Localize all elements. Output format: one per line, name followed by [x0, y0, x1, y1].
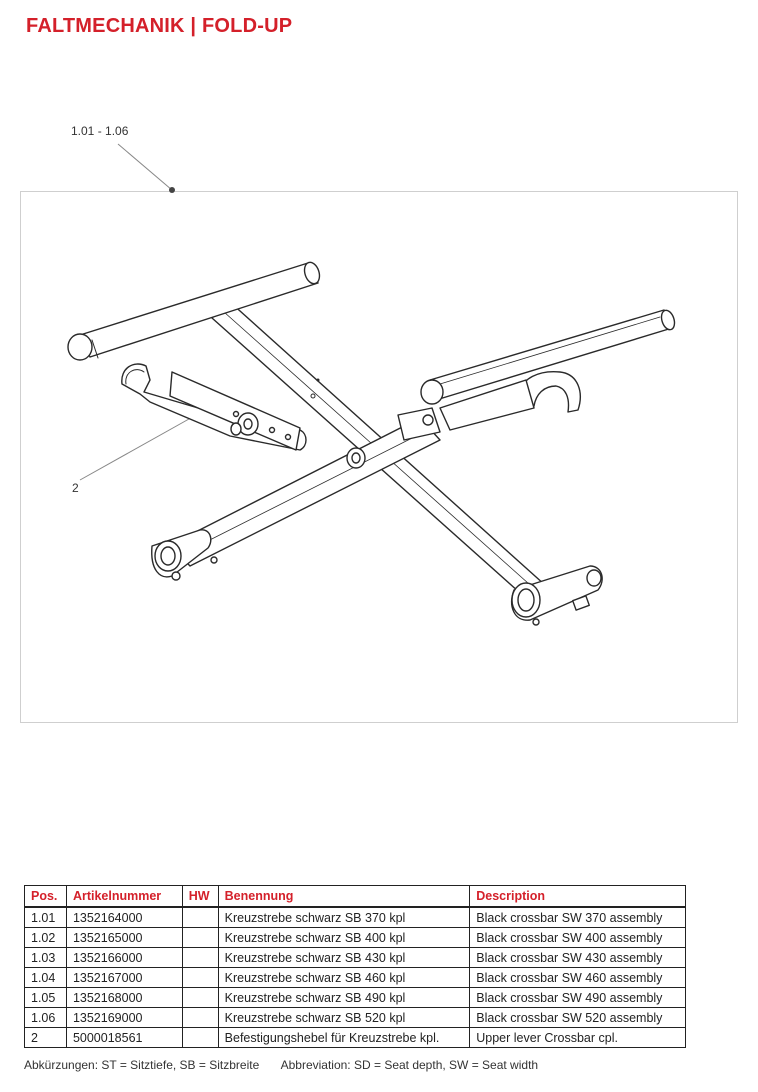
cell-description: Black crossbar SW 400 assembly [469, 927, 686, 948]
drawing-frame [20, 191, 738, 723]
cell-article-number: 1352167000 [65, 967, 183, 988]
header-pos: Pos. [24, 885, 67, 908]
cell-article-number: 1352168000 [65, 987, 183, 1008]
cell-pos: 1.04 [24, 967, 67, 988]
cell-description: Black crossbar SW 430 assembly [469, 947, 686, 968]
abbreviation-en: Abbreviation: SD = Seat depth, SW = Seat… [280, 1058, 539, 1072]
cell-benennung: Kreuzstrebe schwarz SB 460 kpl [217, 967, 471, 988]
cell-pos: 1.06 [24, 1007, 67, 1028]
leader-dot-group [169, 187, 175, 193]
cell-benennung: Kreuzstrebe schwarz SB 520 kpl [217, 1007, 471, 1028]
header-benennung: Benennung [217, 885, 471, 908]
cell-pos: 2 [24, 1027, 67, 1048]
cell-pos: 1.01 [24, 906, 67, 928]
cell-hw [181, 1007, 219, 1028]
right-hook-bracket [519, 371, 581, 413]
cell-description: Black crossbar SW 490 assembly [469, 987, 686, 1008]
abbreviation-de: Abkürzungen: ST = Sitztiefe, SB = Sitzbr… [24, 1058, 260, 1072]
cell-description: Black crossbar SW 460 assembly [469, 967, 686, 988]
cell-hw [181, 987, 219, 1008]
callout-lever-label: 2 [72, 481, 79, 495]
callout-group-label: 1.01 - 1.06 [71, 124, 129, 138]
cell-article-number: 1352169000 [65, 1007, 183, 1028]
cell-article-number: 5000018561 [65, 1027, 183, 1048]
cell-article-number: 1352165000 [65, 927, 183, 948]
cell-hw [181, 927, 219, 948]
cell-hw [181, 947, 219, 968]
cell-benennung: Kreuzstrebe schwarz SB 430 kpl [217, 947, 471, 968]
leader-line-lever [79, 409, 206, 481]
abbreviation-footer: Abkürzungen: ST = Sitztiefe, SB = Sitzbr… [24, 1058, 538, 1072]
header-article-number: Artikelnummer [65, 885, 183, 908]
header-description: Description [469, 885, 686, 908]
cell-description: Black crossbar SW 370 assembly [469, 906, 686, 928]
header-hw: HW [181, 885, 219, 908]
leader-line-group [117, 143, 173, 191]
cell-hw [181, 967, 219, 988]
cell-benennung: Kreuzstrebe schwarz SB 370 kpl [217, 906, 471, 928]
page-title: FALTMECHANIK | FOLD-UP [26, 15, 293, 37]
cell-benennung: Kreuzstrebe schwarz SB 490 kpl [217, 987, 471, 1008]
cell-pos: 1.02 [24, 927, 67, 948]
cell-hw [181, 906, 219, 928]
seat-tube-left-cap [67, 333, 93, 361]
parts-table-header: Pos. Artikelnummer HW Benennung Descript… [24, 885, 686, 908]
seat-tube-right-cap [420, 379, 444, 405]
cell-benennung: Befestigungshebel für Kreuzstrebe kpl. [217, 1027, 471, 1048]
cell-benennung: Kreuzstrebe schwarz SB 400 kpl [217, 927, 471, 948]
cell-pos: 1.05 [24, 987, 67, 1008]
cell-article-number: 1352164000 [65, 906, 183, 928]
cell-article-number: 1352166000 [65, 947, 183, 968]
cell-pos: 1.03 [24, 947, 67, 968]
cell-hw [181, 1027, 219, 1048]
cell-description: Upper lever Crossbar cpl. [469, 1027, 686, 1048]
fold-up-crossbar-drawing [20, 143, 738, 723]
seat-tube-left [79, 262, 319, 358]
parts-table: Pos. Artikelnummer HW Benennung Descript… [24, 885, 686, 1048]
cell-description: Black crossbar SW 520 assembly [469, 1007, 686, 1028]
